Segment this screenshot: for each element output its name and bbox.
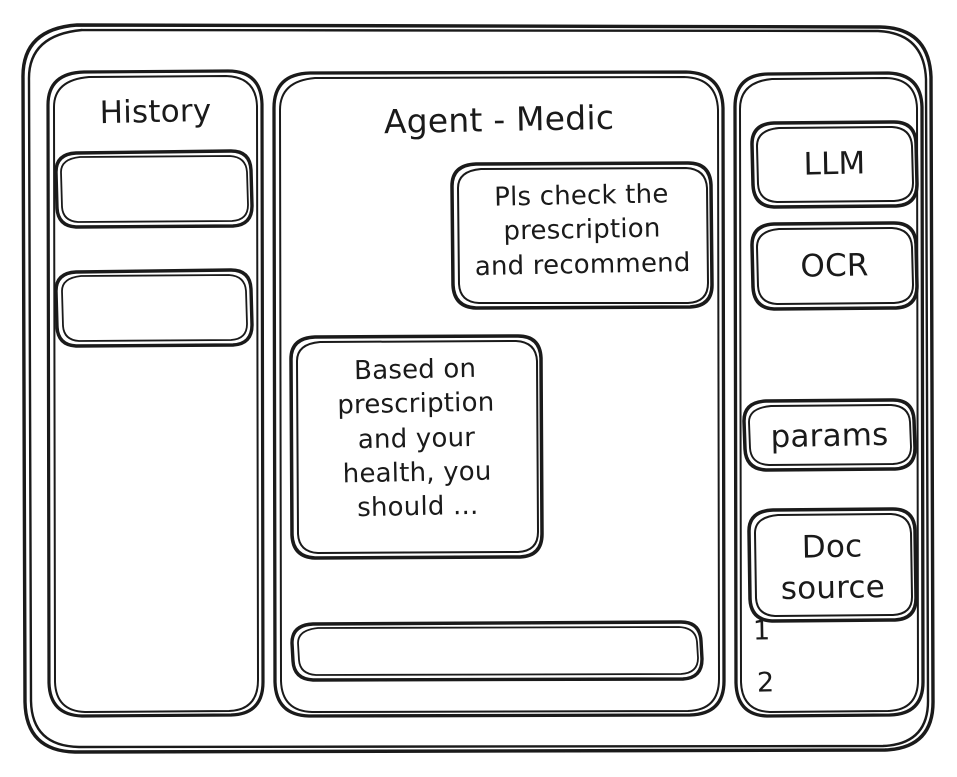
- tool-tile-label: Doc source: [780, 528, 886, 607]
- doc-source-item-2[interactable]: 2: [756, 667, 775, 699]
- tool-tile-llm[interactable]: LLM: [752, 122, 917, 207]
- message-text-assistant: Based on prescription and your health, y…: [337, 353, 495, 524]
- message-text-user: Pls check the prescription and recommend: [474, 179, 691, 282]
- tool-tile-label: OCR: [800, 247, 869, 285]
- message-input-value: [308, 632, 688, 639]
- tool-tile-params[interactable]: params: [744, 400, 915, 470]
- doc-source-item-1[interactable]: 1: [752, 615, 771, 647]
- tool-tile-doc-source[interactable]: Doc source: [749, 509, 916, 621]
- history-item-2[interactable]: [56, 270, 252, 346]
- history-item-label: [56, 173, 252, 177]
- message-bubble-assistant: Based on prescription and your health, y…: [291, 336, 542, 558]
- message-bubble-user: Pls check the prescription and recommend: [452, 163, 712, 308]
- message-input[interactable]: [292, 622, 702, 680]
- tool-tile-label: LLM: [803, 145, 866, 183]
- tool-tile-label: params: [770, 416, 889, 456]
- history-item-1[interactable]: [56, 151, 252, 227]
- tool-tile-ocr[interactable]: OCR: [752, 223, 917, 309]
- history-item-label: [56, 292, 252, 296]
- panel-title-history: History: [99, 92, 212, 132]
- page-title: Agent - Medic: [383, 97, 615, 142]
